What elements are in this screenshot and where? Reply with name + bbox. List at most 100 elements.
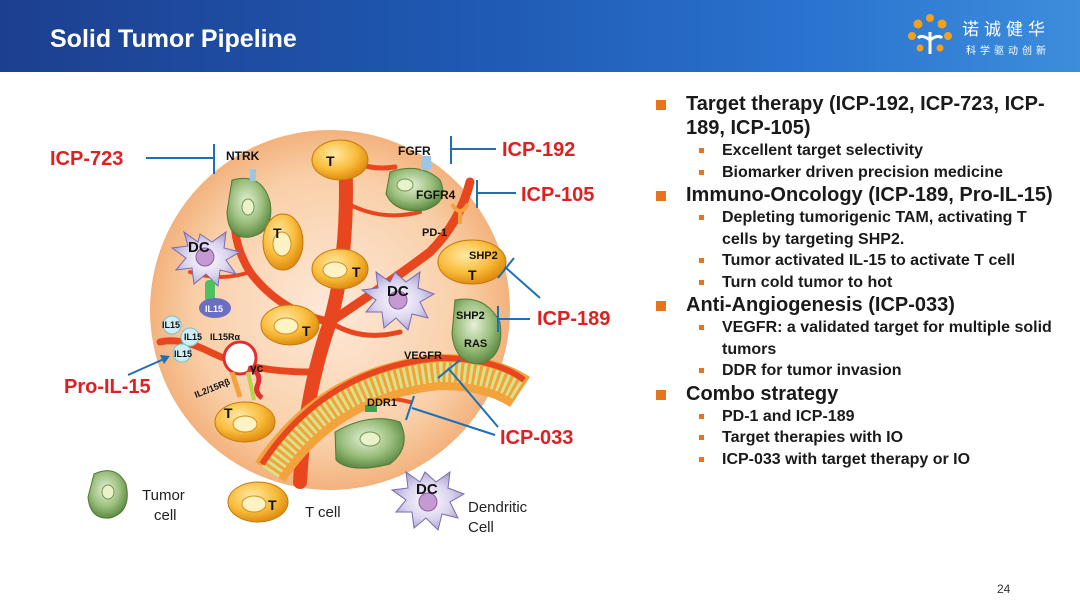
bullet-dot-icon xyxy=(699,148,704,153)
dc-label: DC xyxy=(387,283,409,300)
il15-molecule-icon xyxy=(180,327,200,347)
target-label-shp2: SHP2 xyxy=(456,310,485,322)
drug-label-icp189: ICP-189 xyxy=(537,308,610,330)
target-label-vegfr: VEGFR xyxy=(404,350,442,362)
bullet-dot-icon xyxy=(699,456,704,462)
pd1-receptor-icon xyxy=(450,202,470,224)
target-label-pd1: PD-1 xyxy=(422,227,447,239)
bullet-text: Anti-Angiogenesis (ICP-033) xyxy=(686,294,955,316)
drug-pointers xyxy=(127,136,541,436)
sub-bullet: ICP-033 with target therapy or IO xyxy=(656,449,1066,471)
sub-bullet-text: ICP-033 with target therapy or IO xyxy=(722,450,971,468)
bullet-immuno-oncology: Immuno-Oncology (ICP-189, Pro-IL-15) xyxy=(656,183,1066,207)
bullet-dot-icon xyxy=(699,258,704,263)
legend-label-tcell: T cell xyxy=(305,504,341,521)
t-cell: T xyxy=(262,213,304,271)
gamma-chain-icon xyxy=(247,365,264,400)
il15ra-receptor-icon xyxy=(199,298,231,318)
bullet-square-icon xyxy=(656,301,666,311)
il15ra-label: IL15Rα xyxy=(210,332,241,342)
sub-bullet-text: Turn cold tumor to hot xyxy=(722,273,893,291)
il15-label: IL15 xyxy=(184,332,202,342)
bullet-dot-icon xyxy=(699,325,704,330)
il2-receptor-beta-icon xyxy=(229,371,243,398)
logo-mark-icon xyxy=(908,14,952,54)
bullet-dot-icon xyxy=(699,413,704,419)
sub-bullet-text: Excellent target selectivity xyxy=(722,142,923,159)
il15-label: IL15 xyxy=(162,320,180,330)
sub-bullet: Excellent target selectivity xyxy=(656,140,1066,162)
target-label-ras: RAS xyxy=(464,338,487,350)
bullet-dot-icon xyxy=(699,368,704,373)
endothelium xyxy=(261,361,526,478)
t-cell-label: T xyxy=(468,267,477,283)
target-label-fgfr4: FGFR4 xyxy=(416,188,456,202)
bullet-list: Target therapy (ICP-192, ICP-723, ICP-18… xyxy=(656,92,1066,470)
bullet-text: Combo strategy xyxy=(686,382,839,405)
il2-receptor-chain-icon xyxy=(246,371,256,401)
sub-bullet: DDR for tumor invasion xyxy=(656,360,1066,382)
sub-bullet: Tumor activated IL-15 to activate T cell xyxy=(656,250,1066,272)
target-label-shp2: SHP2 xyxy=(469,250,498,262)
sub-bullet-text: Depleting tumorigenic TAM, activating T … xyxy=(722,209,1027,248)
t-cell-label: T xyxy=(268,497,277,513)
sub-bullet: VEGFR: a validated target for multiple s… xyxy=(656,317,1066,360)
bullet-dot-icon xyxy=(699,435,704,440)
il15-molecule-icon xyxy=(172,343,192,363)
il15-ligand-icon xyxy=(205,280,215,302)
sub-bullet: Turn cold tumor to hot xyxy=(656,272,1066,294)
target-label-fgfr: FGFR xyxy=(398,144,431,158)
il15-molecule-icon xyxy=(162,315,182,335)
target-label-ddr1: DDR1 xyxy=(367,397,397,409)
tumor-microenvironment-diagram: T T T T T T DC DC NTR xyxy=(50,130,610,536)
header-bar: Solid Tumor Pipeline 诺诚健华 科学驱动创新 xyxy=(0,0,1080,72)
sub-bullet: Target therapies with IO xyxy=(656,427,1066,449)
sub-bullet-text: DDR for tumor invasion xyxy=(722,362,902,379)
drug-label-icp192: ICP-192 xyxy=(502,139,575,161)
sub-bullet-text: Biomarker driven precision medicine xyxy=(722,163,1003,181)
dendritic-cell: DC xyxy=(170,230,242,288)
t-cell: T xyxy=(311,139,369,181)
t-cell: T xyxy=(214,401,276,443)
tumor-cell-ddr1 xyxy=(334,418,405,469)
ddr1-receptor-icon xyxy=(365,405,377,412)
t-cell-label: T xyxy=(326,153,335,169)
target-label-ntrk: NTRK xyxy=(226,149,260,163)
company-tagline: 科学驱动创新 xyxy=(966,46,1050,57)
bullet-anti-angiogenesis: Anti-Angiogenesis (ICP-033) xyxy=(656,293,1066,317)
bullet-text: Target therapy (ICP-192, ICP-723, ICP-18… xyxy=(686,93,1045,139)
t-cell-label: T xyxy=(273,225,282,241)
drug-label-icp033: ICP-033 xyxy=(500,427,573,449)
drug-label-pro-il15: Pro-IL-15 xyxy=(64,376,151,398)
vessel-edge xyxy=(259,354,526,466)
sub-bullet-text: VEGFR: a validated target for multiple s… xyxy=(722,319,1052,358)
company-logo: 诺诚健华 科学驱动创新 xyxy=(900,10,1070,62)
drug-label-icp105: ICP-105 xyxy=(521,184,594,206)
t-cell-label: T xyxy=(302,323,311,339)
gamma-c-label: γc xyxy=(250,361,264,375)
bullet-target-therapy: Target therapy (ICP-192, ICP-723, ICP-18… xyxy=(656,92,1066,140)
dc-label: DC xyxy=(416,481,438,498)
sub-bullet: Biomarker driven precision medicine xyxy=(656,162,1066,184)
dendritic-cell: DC xyxy=(360,270,436,331)
bullet-dot-icon xyxy=(699,279,704,285)
bullet-square-icon xyxy=(656,100,666,110)
bullet-combo-strategy: Combo strategy xyxy=(656,382,1066,406)
ntrk-receptor-icon xyxy=(250,169,256,181)
company-name: 诺诚健华 xyxy=(962,20,1050,39)
sub-bullet-text: Target therapies with IO xyxy=(722,429,904,446)
il15-label: IL15 xyxy=(205,304,223,314)
bullet-dot-icon xyxy=(699,169,704,175)
bullet-text: Immuno-Oncology (ICP-189, Pro-IL-15) xyxy=(686,184,1053,206)
bullet-square-icon xyxy=(656,389,666,400)
fgfr-receptor-icon xyxy=(421,156,431,170)
page-number: 24 xyxy=(997,582,1011,596)
t-cell-shp2: T xyxy=(437,239,507,285)
sub-bullet: Depleting tumorigenic TAM, activating T … xyxy=(656,207,1066,250)
t-cell: T xyxy=(260,304,320,346)
il15-label: IL15 xyxy=(174,349,192,359)
page-title: Solid Tumor Pipeline xyxy=(50,25,297,53)
